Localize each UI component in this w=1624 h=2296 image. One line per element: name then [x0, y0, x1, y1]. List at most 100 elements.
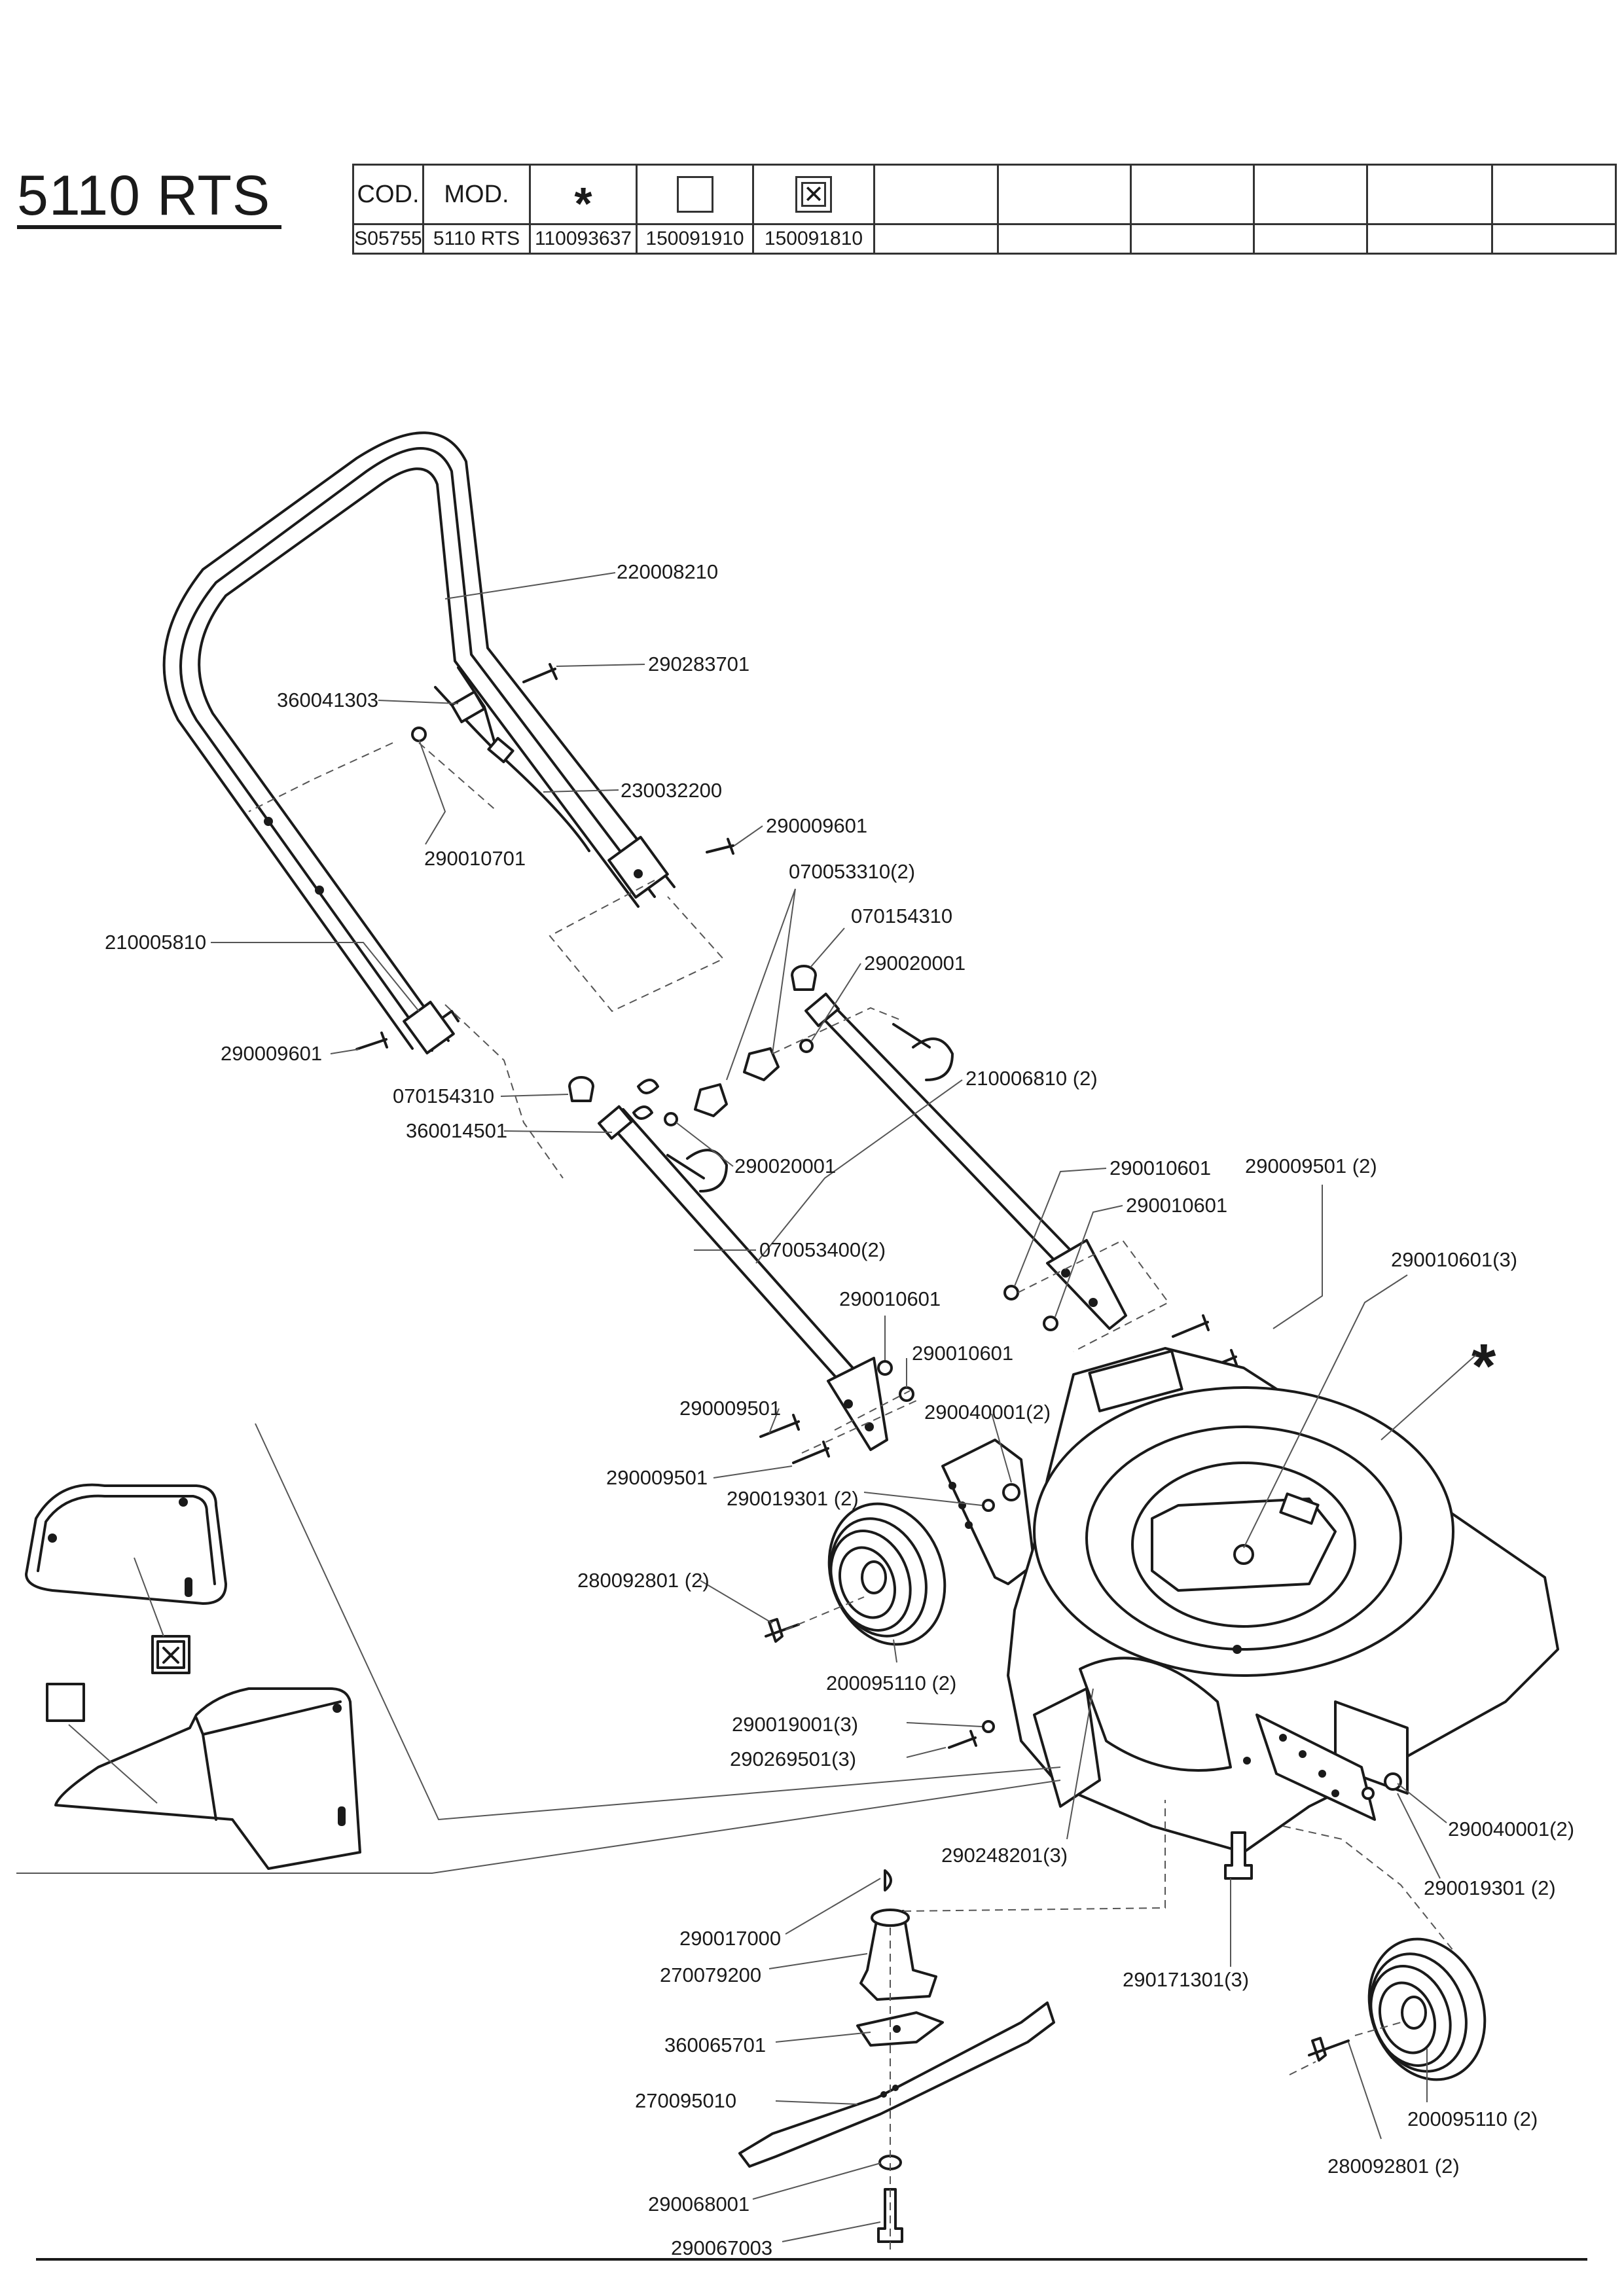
- label-290010601-b: 290010601: [1126, 1194, 1227, 1217]
- header-empty-3: [1130, 164, 1255, 225]
- blade-270095010: [738, 2001, 1055, 2168]
- upper-handle: [162, 431, 676, 1054]
- label-210005810: 210005810: [105, 931, 206, 954]
- bolt-290009601-lower: [355, 1031, 388, 1050]
- bolt-290009501-c: [1172, 1314, 1210, 1338]
- label-290269501: 290269501(3): [730, 1748, 856, 1770]
- label-070154310-a: 070154310: [851, 905, 952, 927]
- rear-flap-without-catcher: [54, 1687, 361, 1870]
- label-360041303: 360041303: [277, 689, 378, 711]
- header-empty-2: [997, 164, 1132, 225]
- bottom-rule: [36, 2258, 1587, 2261]
- cap-070154310-b: [568, 1076, 594, 1102]
- table-header-row: COD. MOD. *: [352, 164, 1617, 226]
- cam-lever-070053400-b: [912, 1037, 954, 1081]
- wheel-left: [827, 1502, 947, 1646]
- value-mod: 5110 RTS: [422, 223, 531, 255]
- bolt-290009601-upper: [706, 838, 734, 855]
- washer-290020001-a: [799, 1039, 814, 1053]
- label-290020001-a: 290020001: [864, 952, 965, 975]
- spring-360014501: [632, 1079, 659, 1120]
- value-cod: S05755: [352, 223, 424, 255]
- header-empty-5: [1366, 164, 1493, 225]
- nut-290040001-right: [1384, 1772, 1402, 1791]
- label-230032200: 230032200: [621, 779, 722, 802]
- washer-290019301-left: [982, 1499, 995, 1512]
- washer-290020001-b: [664, 1112, 678, 1126]
- label-360014501: 360014501: [406, 1119, 507, 1142]
- value-boxx: 150091810: [752, 223, 875, 255]
- label-070154310-b: 070154310: [393, 1085, 494, 1107]
- crossed-box-icon: [795, 176, 832, 213]
- axle-bolt-280092801-right: [1308, 2037, 1350, 2062]
- rear-flap-with-catcher: [25, 1483, 227, 1605]
- label-290009601-b: 290009601: [221, 1042, 322, 1065]
- label-290067003: 290067003: [671, 2236, 772, 2259]
- label-290010601-c: 290010601: [839, 1287, 941, 1310]
- empty-box-icon: [46, 1683, 85, 1722]
- header-box: [636, 164, 754, 225]
- label-290248201: 290248201(3): [941, 1844, 1068, 1867]
- label-290019301-a: 290019301 (2): [727, 1487, 859, 1510]
- table-value-row: S05755 5110 RTS 110093637 150091910 1500…: [352, 223, 1617, 255]
- label-220008210: 220008210: [617, 560, 718, 583]
- label-290010601-x3: 290010601(3): [1391, 1248, 1517, 1271]
- label-290040001-a: 290040001(2): [924, 1401, 1051, 1424]
- label-200095110-a: 200095110 (2): [826, 1672, 956, 1695]
- leader-lines: [211, 572, 1447, 2242]
- label-290017000: 290017000: [679, 1927, 781, 1950]
- value-empty-2: [997, 223, 1132, 255]
- label-210006810: 210006810 (2): [965, 1067, 1098, 1090]
- label-290019301-b: 290019301 (2): [1424, 1876, 1556, 1899]
- washer-290019001: [982, 1720, 995, 1733]
- empty-box-icon: [676, 176, 713, 213]
- label-070053310: 070053310(2): [789, 860, 915, 883]
- label-290009501-b: 290009501: [606, 1466, 708, 1489]
- page-title: 5110 RTS: [17, 164, 271, 227]
- bolt-290283701: [522, 663, 558, 683]
- label-290283701: 290283701: [648, 653, 749, 675]
- title-underline: [17, 225, 281, 229]
- nut-290010601-d: [899, 1386, 914, 1402]
- label-290009501-a: 290009501: [679, 1397, 781, 1420]
- label-280092801-b: 280092801 (2): [1327, 2155, 1460, 2178]
- knob-070053310-b: [743, 1047, 780, 1081]
- cable-connector: [487, 736, 514, 764]
- nut-290010601-a: [1003, 1285, 1019, 1300]
- header-cod: COD.: [352, 164, 424, 225]
- knob-070053310-a: [694, 1083, 728, 1117]
- header-mod: MOD.: [422, 164, 531, 225]
- asterisk-icon: *: [574, 178, 592, 229]
- part-labels: 220008210 290283701 360041303 230032200 …: [105, 560, 1574, 2259]
- label-290068001: 290068001: [648, 2193, 749, 2215]
- value-star: 110093637: [529, 223, 638, 255]
- nut-290010601-c: [877, 1360, 893, 1376]
- mower-deck: [941, 1347, 1559, 1854]
- bolt-290009501-b: [792, 1441, 830, 1464]
- header-empty-6: [1491, 164, 1617, 225]
- header-empty-1: [873, 164, 999, 225]
- label-270095010: 270095010: [635, 2089, 736, 2112]
- label-070053400: 070053400(2): [759, 1238, 886, 1261]
- cap-070154310-a: [791, 965, 817, 991]
- blade-adapter-270079200: [859, 1909, 937, 2001]
- label-290020001-b: 290020001: [734, 1155, 836, 1177]
- label-290010601-a: 290010601: [1110, 1157, 1211, 1179]
- label-360065701: 360065701: [664, 2034, 766, 2056]
- label-200095110-b: 200095110 (2): [1407, 2108, 1538, 2130]
- blade-support-360065701: [856, 2011, 944, 2047]
- axle-bolt-280092801-left: [765, 1618, 800, 1643]
- nut-290010601-b: [1043, 1316, 1058, 1331]
- nut-290010701: [411, 726, 427, 742]
- value-empty-6: [1491, 223, 1617, 255]
- header-empty-4: [1253, 164, 1368, 225]
- label-270079200: 270079200: [660, 1964, 761, 1986]
- key-290017000: [884, 1869, 892, 1892]
- wheel-right: [1367, 1937, 1487, 2081]
- bolt-290171301: [1224, 1831, 1253, 1880]
- label-280092801-a: 280092801 (2): [577, 1569, 710, 1592]
- bolt-290009501-a: [759, 1414, 800, 1438]
- label-290009501-x2: 290009501 (2): [1245, 1155, 1377, 1177]
- value-empty-3: [1130, 223, 1255, 255]
